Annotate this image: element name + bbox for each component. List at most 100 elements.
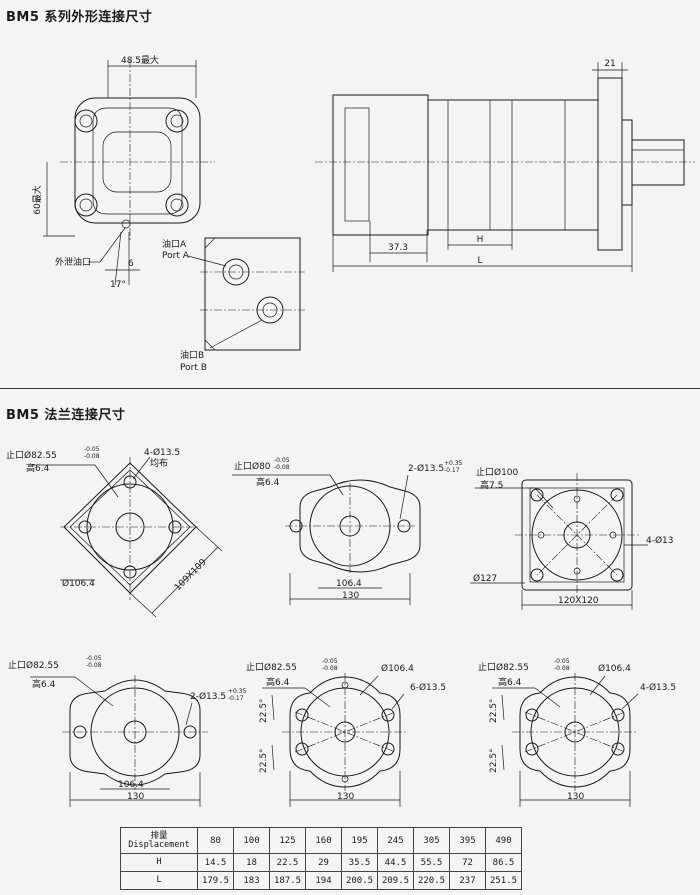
disp-cell: 305 [413,827,450,854]
f4-hole-dn: -0.17 [228,695,244,702]
f5-tol-up: -0.05 [322,658,338,665]
f2-hole-dn: -0.17 [444,467,460,474]
f4-spigot: 止口Ø82.55 [8,659,59,671]
f4-tol-up: -0.05 [86,655,102,662]
disp-cell: 160 [305,827,342,854]
f2-holes: 2-Ø13.5 [408,463,444,474]
port-a-en-label: Port A [162,251,190,261]
port-b-label: 油口B [180,349,204,361]
header-en: Displacement [128,839,190,850]
motor-side-view [315,62,695,272]
f4-hole-up: +0.35 [228,688,247,695]
flange-square-4-hole [470,473,648,610]
flange-6-hole [262,673,408,807]
table-row: H 14.5 18 22.5 29 35.5 44.5 55.5 72 86.5 [120,853,522,872]
disp-cell: 80 [197,827,234,854]
table-cell: 200.5 [341,871,378,890]
table-cell: 55.5 [413,853,450,872]
f2-spigot: 止口Ø80 [234,460,271,472]
f5-spigot: 止口Ø82.55 [246,661,297,673]
port-a-label: 油口A [162,238,187,250]
outline-drawing: 48.5最大 60最大 外泄油口 6 17° 油口A Port A 油口B Po… [31,54,695,373]
side-dim-21: 21 [604,59,615,69]
f5-height: 高6.4 [266,676,290,688]
disp-cell: 125 [269,827,306,854]
f3-pcd: Ø127 [473,573,497,584]
f4-holes: 2-Ø13.5 [190,691,226,702]
table-cell: 18 [233,853,270,872]
flange-oval-2-hole-80 [232,474,421,605]
table-cell: 251.5 [485,871,522,890]
f1-tol-up: -0.05 [84,446,100,453]
f5-angle2: 22.5° [259,748,269,773]
f6-tol-dn: -0.08 [554,665,570,672]
f4-pcd: 106.4 [118,780,144,790]
table-cell: 35.5 [341,853,378,872]
table-cell: 72 [449,853,486,872]
f1-spigot: 止口Ø82.55 [6,449,57,461]
side-dim-h: H [477,235,484,245]
motor-port-view [187,237,305,351]
f2-hole-up: +0.35 [444,460,463,467]
flange-diamond-4-hole [32,456,223,618]
outline-height-label: 60最大 [31,185,43,214]
table-header-cell: 排量 Displacement [120,827,198,854]
flange-4-hole-round [492,673,639,807]
disp-cell: 100 [233,827,270,854]
flange-oval-2-hole-82 [30,675,208,807]
f6-angle2: 22.5° [489,748,499,773]
f6-spigot: 止口Ø82.55 [478,661,529,673]
table-cell: 237 [449,871,486,890]
f5-holes: 6-Ø13.5 [410,682,446,693]
bottom-section-title: BM5 法兰连接尺寸 [6,408,126,423]
disp-cell: 195 [341,827,378,854]
f5-angle1: 22.5° [259,698,269,723]
f2-tol-up: -0.05 [274,457,290,464]
f5-width: 130 [337,792,354,802]
f2-width: 130 [342,591,359,601]
f5-pcd: Ø106.4 [381,663,414,674]
disp-cell: 490 [485,827,522,854]
f5-tol-dn: -0.08 [322,665,338,672]
motor-front-view [43,60,215,286]
disp-cell: 245 [377,827,414,854]
row-label: L [120,871,198,890]
table-cell: 22.5 [269,853,306,872]
table-cell: 14.5 [197,853,234,872]
table-cell: 86.5 [485,853,522,872]
header-cn: 排量 [150,830,168,841]
side-dim-l: L [477,256,482,266]
table-row: L 179.5 183 187.5 194 200.5 209.5 220.5 … [120,871,522,890]
flange-drawings: 止口Ø82.55 -0.05 -0.08 高6.4 4-Ø13.5 均布 Ø10… [6,446,676,807]
section-divider [0,388,700,389]
table-cell: 194 [305,871,342,890]
f1-size: 109X109 [173,557,209,593]
f3-height: 高7.5 [480,479,503,491]
f6-pcd: Ø106.4 [598,663,631,674]
f2-height: 高6.4 [256,476,280,488]
table-cell: 179.5 [197,871,234,890]
f6-holes: 4-Ø13.5 [640,682,676,693]
top-section-title: BM5 系列外形连接尺寸 [6,10,153,25]
f6-angle1: 22.5° [489,698,499,723]
drain-port-label: 外泄油口 [55,256,91,268]
f3-size: 120X120 [558,596,599,606]
f3-holes: 4-Ø13 [646,535,674,546]
f6-width: 130 [567,792,584,802]
f2-tol-dn: -0.08 [274,464,290,471]
table-cell: 220.5 [413,871,450,890]
f4-width: 130 [127,792,144,802]
f1-tol-dn: -0.08 [84,453,100,460]
port-b-en-label: Port B [180,363,207,373]
f4-tol-dn: -0.08 [86,662,102,669]
f1-even: 均布 [150,457,168,469]
f1-pcd: Ø106.4 [62,578,95,589]
f6-tol-up: -0.05 [554,658,570,665]
table-cell: 183 [233,871,270,890]
disp-cell: 395 [449,827,486,854]
f1-height: 高6.4 [26,462,50,474]
f6-height: 高6.4 [498,676,522,688]
table-cell: 29 [305,853,342,872]
outline-width-label: 48.5最大 [121,54,159,66]
